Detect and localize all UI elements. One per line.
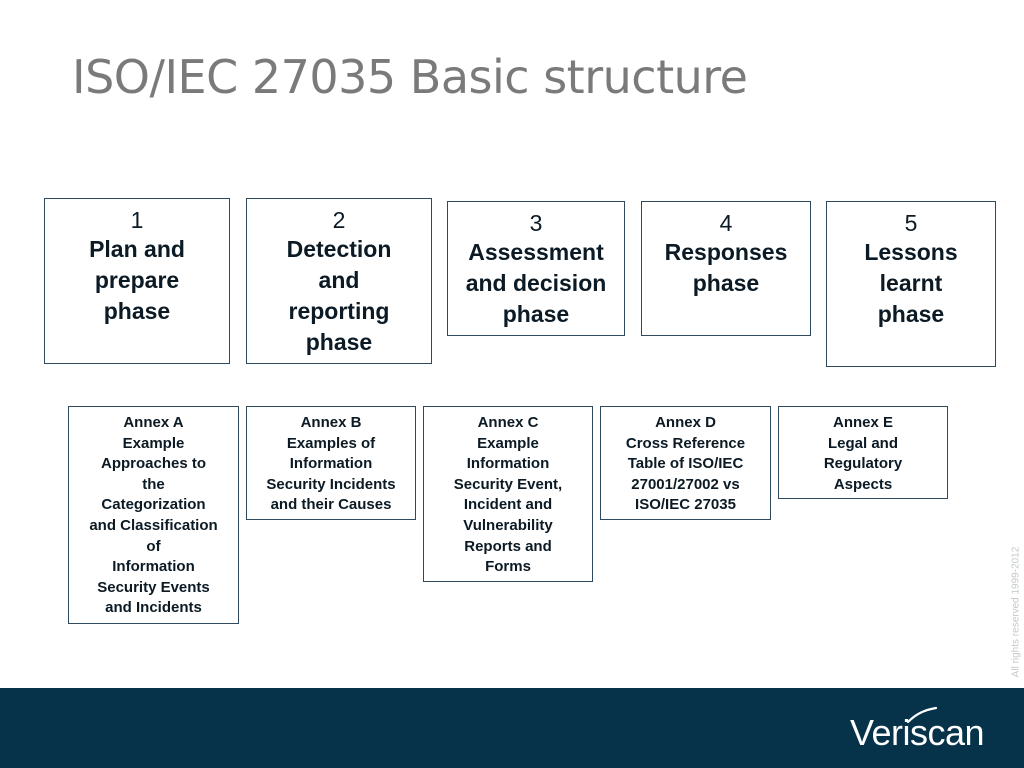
annex-line: Example [122, 434, 185, 452]
annex-line: Annex B [300, 414, 362, 431]
annex-line: and Classification [89, 516, 218, 534]
annex-line: Incident and [463, 496, 553, 514]
annex-line: Forms [485, 558, 531, 576]
annex-line: Information [112, 558, 195, 576]
phase-name-line: phase [103, 298, 171, 324]
annex-line: Information [466, 455, 550, 473]
phase-box-5: 5 Lessons learnt phase [826, 201, 996, 367]
phase-number: 4 [719, 210, 733, 236]
annex-line: Annex A [123, 414, 184, 431]
annex-box-d: Annex D Cross Reference Table of ISO/IEC… [600, 406, 771, 520]
annex-box-a: Annex A Example Approaches to the Catego… [68, 406, 239, 624]
annex-box-c: Annex C Example Information Security Eve… [423, 406, 593, 582]
phase-name-line: prepare [94, 267, 180, 293]
annex-line: and Incidents [105, 599, 202, 617]
phase-name-line: and decision [465, 270, 607, 296]
phase-name-line: Responses [664, 239, 788, 265]
annex-line: Approaches to [100, 455, 206, 473]
annex-line: Aspects [833, 475, 893, 493]
phase-name-line: phase [877, 301, 945, 327]
copyright-watermark: All rights reserved 1999-2012 [1010, 546, 1022, 678]
phase-number: 3 [529, 210, 543, 236]
phase-name-line: phase [305, 329, 373, 355]
phase-box-1: 1 Plan and prepare phase [44, 198, 230, 364]
phase-number: 1 [130, 207, 144, 233]
annex-line: Annex D [655, 414, 716, 431]
annex-line: Vulnerability [463, 516, 553, 534]
annex-line: Regulatory [823, 455, 903, 473]
phase-box-3: 3 Assessment and decision phase [447, 201, 625, 336]
annex-line: Legal and [827, 434, 898, 452]
phase-box-2: 2 Detection and reporting phase [246, 198, 432, 364]
annex-line: of [146, 537, 161, 555]
annex-line: Information [289, 455, 373, 473]
phase-name-line: phase [502, 301, 570, 327]
phase-name-line: Assessment [468, 239, 604, 265]
logo-swoosh-icon [906, 706, 938, 724]
phase-number: 2 [332, 207, 346, 233]
annex-line: Annex C [477, 414, 539, 431]
phase-name-line: and [318, 267, 360, 293]
phase-name-line: Plan and [89, 236, 185, 262]
annex-line: Reports and [464, 537, 552, 555]
phase-box-4: 4 Responses phase [641, 201, 811, 336]
annex-line: the [142, 475, 165, 493]
annex-box-b: Annex B Examples of Information Security… [246, 406, 416, 520]
logo-text: Veriscan [850, 712, 985, 753]
slide-title: ISO/IEC 27035 Basic structure [72, 50, 748, 104]
phase-name-line: Detection [286, 236, 392, 262]
annex-line: and their Causes [270, 496, 392, 514]
annex-line: 27001/27002 vs [631, 475, 740, 493]
annex-line: Cross Reference [625, 434, 746, 452]
annex-line: Annex E [832, 414, 893, 431]
annex-line: ISO/IEC 27035 [635, 496, 736, 514]
annex-line: Security Event, [453, 475, 563, 493]
annex-line: Categorization [101, 496, 206, 514]
annex-line: Security Incidents [266, 475, 396, 493]
annex-line: Security Events [97, 578, 210, 596]
annex-line: Examples of [286, 434, 376, 452]
phase-name-line: phase [692, 270, 760, 296]
phase-name-line: learnt [879, 270, 943, 296]
phase-name-line: Lessons [864, 239, 958, 265]
phase-name-line: reporting [288, 298, 390, 324]
annex-line: Example [477, 434, 539, 452]
annex-line: Table of ISO/IEC [627, 455, 744, 473]
veriscan-logo: Veriscan [850, 706, 1000, 754]
annex-box-e: Annex E Legal and Regulatory Aspects [778, 406, 948, 499]
footer-bar [0, 688, 1024, 768]
phase-number: 5 [904, 210, 918, 236]
